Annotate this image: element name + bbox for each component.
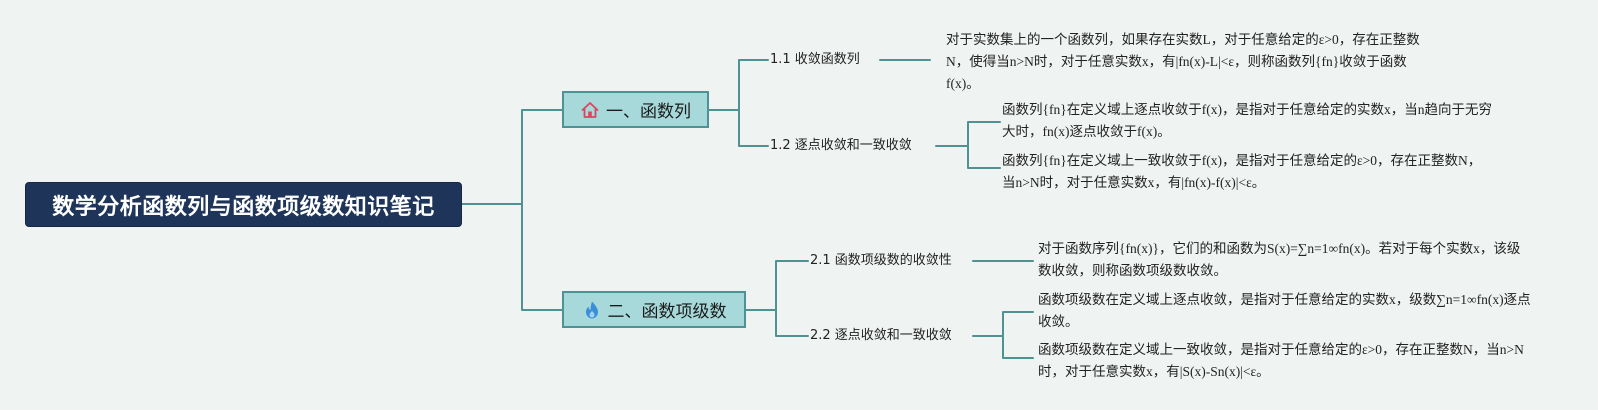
connector-topic2-subs	[745, 260, 809, 337]
connector-root-topics	[461, 109, 563, 311]
leaf-2-2-b[interactable]: 函数项级数在定义域上一致收敛，是指对于任意给定的ε>0，存在正整数N，当n>N时…	[1038, 342, 1524, 379]
topic-label: 一、函数列	[606, 102, 691, 122]
leaf-2-2-a[interactable]: 函数项级数在定义域上逐点收敛，是指对于任意给定的实数x，级数∑n=1∞fn(x)…	[1038, 292, 1531, 329]
leaf-2-1-a[interactable]: 对于函数序列{fn(x)}，它们的和函数为S(x)=∑n=1∞fn(x)。若对于…	[1038, 241, 1521, 278]
subtopic-1-1[interactable]: 1.1 收敛函数列	[770, 52, 860, 67]
subtopic-2-1[interactable]: 2.1 函数项级数的收敛性	[810, 253, 952, 268]
subtopic-1-2[interactable]: 1.2 逐点收敛和一致收敛	[770, 138, 912, 153]
leaf-1-1-a[interactable]: 对于实数集上的一个函数列，如果存在实数L，对于任意给定的ε>0，存在正整数N，使…	[946, 32, 1420, 91]
root-node[interactable]: 数学分析函数列与函数项级数知识笔记	[25, 182, 462, 227]
root-title: 数学分析函数列与函数项级数知识笔记	[52, 194, 435, 220]
topic-function-sequence[interactable]: 一、函数列	[562, 91, 709, 128]
leaf-1-2-a[interactable]: 函数列{fn}在定义域上逐点收敛于f(x)，是指对于任意给定的实数x，当n趋向于…	[1002, 102, 1492, 139]
leaf-1-2-b[interactable]: 函数列{fn}在定义域上一致收敛于f(x)，是指对于任意给定的ε>0，存在正整数…	[1002, 153, 1482, 190]
flame-icon	[582, 300, 602, 320]
subtopic-2-2[interactable]: 2.2 逐点收敛和一致收敛	[810, 328, 952, 343]
connector-sub12-leaves	[935, 121, 1001, 169]
connector-topic1-subs	[708, 59, 769, 147]
topic-label: 二、函数项级数	[607, 302, 727, 322]
connector-sub22-leaves	[972, 311, 1034, 359]
topic-function-series[interactable]: 二、函数项级数	[562, 291, 746, 328]
home-icon	[580, 100, 600, 120]
